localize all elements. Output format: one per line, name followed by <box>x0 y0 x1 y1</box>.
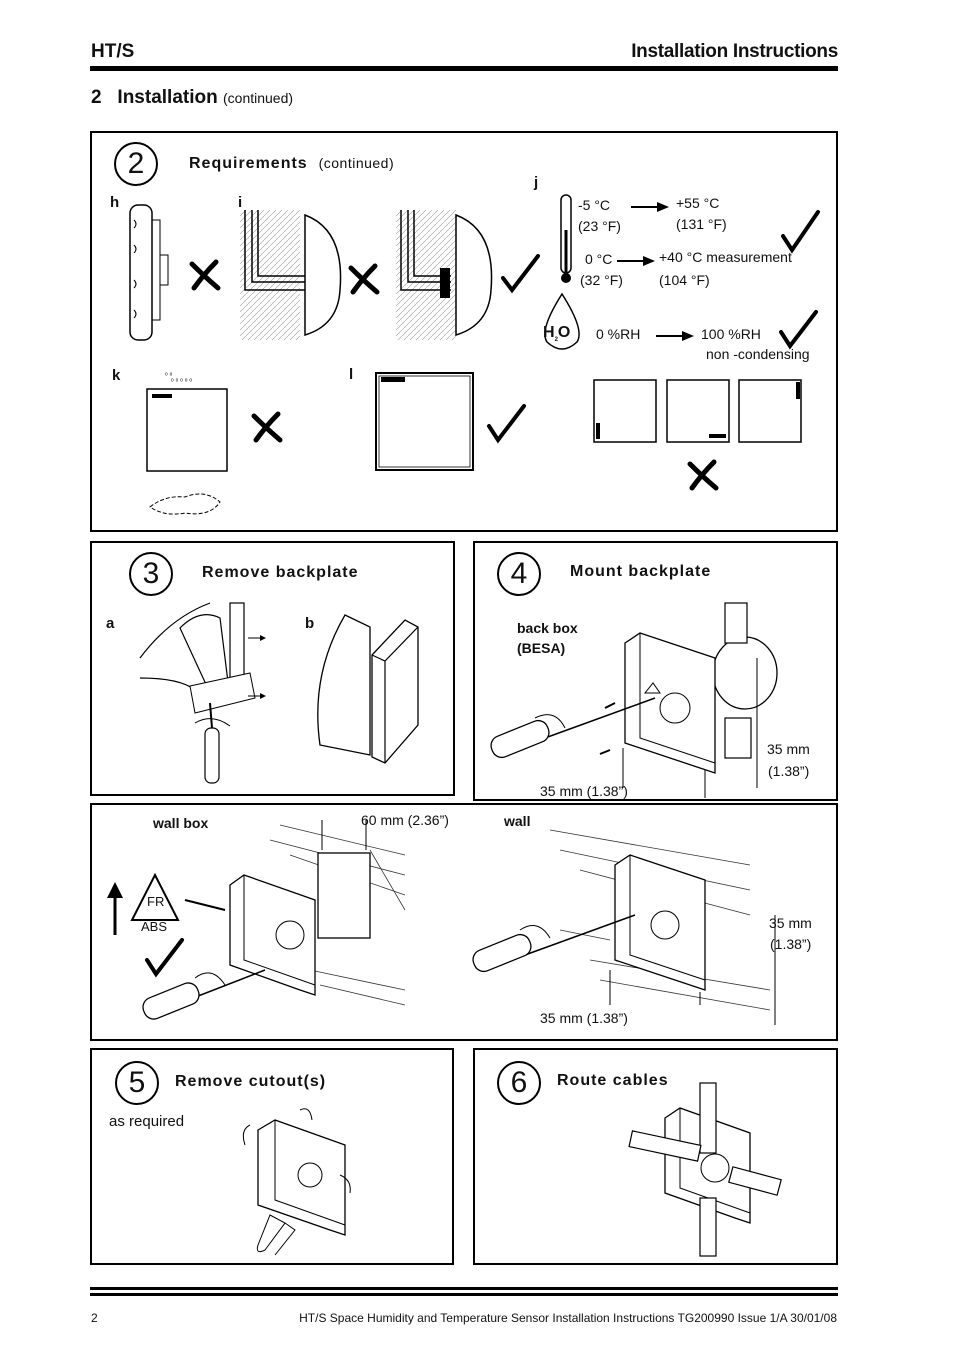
label-besa: (BESA) <box>517 640 566 656</box>
label-b: b <box>305 615 315 632</box>
illustration-l-orientation-correct <box>375 372 474 471</box>
backbox-dim-h: 35 mm (1.38”) <box>540 783 628 799</box>
label-k: k <box>112 367 121 384</box>
panel-wall-mounting <box>90 803 838 1041</box>
label-a: a <box>106 615 115 632</box>
temp-meas-max-f: (104 °F) <box>659 272 710 288</box>
wall-dim-v-in: (1.38”) <box>770 936 812 952</box>
recycle-icon <box>107 872 180 935</box>
step-number-6: 6 <box>497 1061 541 1105</box>
panel-remove-cutouts <box>90 1048 454 1265</box>
label-back-box: back box <box>517 620 578 636</box>
footer-page-number: 2 <box>91 1311 98 1325</box>
step-number-5: 5 <box>115 1061 159 1105</box>
check-icon <box>501 254 540 294</box>
humidity-note: non -condensing <box>706 346 810 362</box>
illustration-remove-backplate-b <box>317 614 419 764</box>
cross-icon <box>348 263 380 295</box>
arrow-right-icon <box>617 256 655 266</box>
temp-meas-min-c: 0 °C <box>585 251 613 267</box>
temp-min-f: (23 °F) <box>578 218 621 234</box>
illustration-i-cable-right <box>396 210 493 340</box>
illustration-mount-backplate-backbox <box>490 602 778 798</box>
temp-max-f: (131 °F) <box>676 216 727 232</box>
label-h: h <box>110 194 120 211</box>
humidity-min: 0 %RH <box>596 326 641 342</box>
illustration-i-cable-wrong <box>240 210 342 340</box>
label-l: l <box>349 366 354 383</box>
section-title: 2 Installation (continued) <box>91 87 294 108</box>
svg-text:ᵒ ᵒ: ᵒ ᵒ <box>165 372 173 379</box>
note-as-required: as required <box>109 1113 185 1130</box>
wall-dim-h: 35 mm (1.38”) <box>540 1010 628 1026</box>
temp-meas-min-f: (32 °F) <box>580 272 623 288</box>
header-rule <box>90 66 838 71</box>
water-drop-icon <box>544 292 580 350</box>
illustration-k-moisture: ᵒ ᵒᵒ ᵒ ᵒ ᵒ ᵒ <box>146 372 228 515</box>
panel-requirements <box>90 131 838 532</box>
panel-title-remove-cutouts: Remove cutout(s) <box>175 1073 327 1090</box>
panel-route-cables <box>473 1048 838 1265</box>
cross-icon <box>189 259 221 291</box>
recycle-abs: ABS <box>141 919 168 934</box>
illustration-mount-wallbox <box>142 820 406 1020</box>
footer-rule-bottom <box>90 1293 838 1296</box>
panel-title-requirements: Requirements (continued) <box>189 155 395 172</box>
header-doc-title: Installation Instructions <box>631 41 838 62</box>
temp-meas-max-c: +40 °C measurement <box>659 249 792 265</box>
check-icon <box>487 404 526 444</box>
illustration-h-sensor-pipe <box>129 204 169 341</box>
cross-icon <box>687 459 719 491</box>
illustration-mount-wall <box>472 829 776 1025</box>
temp-min-c: -5 °C <box>578 197 611 213</box>
footer-doc-info: HT/S Space Humidity and Temperature Sens… <box>299 1311 837 1325</box>
label-j: j <box>534 174 539 191</box>
panel-title-route-cables: Route cables <box>557 1072 669 1089</box>
wall-dim-v-mm: 35 mm <box>769 915 812 931</box>
svg-text:ᵒ ᵒ ᵒ ᵒ ᵒ: ᵒ ᵒ ᵒ ᵒ ᵒ <box>171 378 192 385</box>
illustration-remove-backplate-a <box>139 602 266 784</box>
header-product: HT/S <box>91 41 135 62</box>
label-wall-box: wall box <box>153 815 209 831</box>
humidity-max: 100 %RH <box>701 326 761 342</box>
check-icon <box>145 938 184 978</box>
cross-icon <box>251 411 283 443</box>
illustration-route-cables <box>628 1082 782 1257</box>
recycle-fr: FR <box>147 894 165 909</box>
thermometer-icon <box>560 194 572 283</box>
arrow-right-icon <box>656 331 694 341</box>
arrow-right-icon <box>631 202 669 212</box>
label-wall: wall <box>504 813 531 829</box>
h2o-label: H2O <box>543 324 571 344</box>
panel-mount-backplate <box>473 541 838 801</box>
step-number-4: 4 <box>497 552 541 596</box>
label-i: i <box>238 194 243 211</box>
panel-remove-backplate <box>90 541 455 796</box>
backbox-dim-v-in: (1.38”) <box>768 763 810 779</box>
wallbox-dim-top: 60 mm (2.36”) <box>361 812 449 828</box>
panel-title-remove-backplate: Remove backplate <box>202 564 359 581</box>
check-icon <box>781 210 820 254</box>
illustration-l-orientation-wrong <box>593 379 802 443</box>
step-number-3: 3 <box>129 552 173 596</box>
step-number-2: 2 <box>114 142 158 186</box>
check-icon <box>779 310 818 350</box>
temp-max-c: +55 °C <box>676 195 720 211</box>
backbox-dim-v-mm: 35 mm <box>767 741 810 757</box>
panel-title-mount-backplate: Mount backplate <box>570 563 712 580</box>
footer-rule-top <box>90 1287 838 1290</box>
illustration-remove-cutouts <box>242 1108 351 1256</box>
